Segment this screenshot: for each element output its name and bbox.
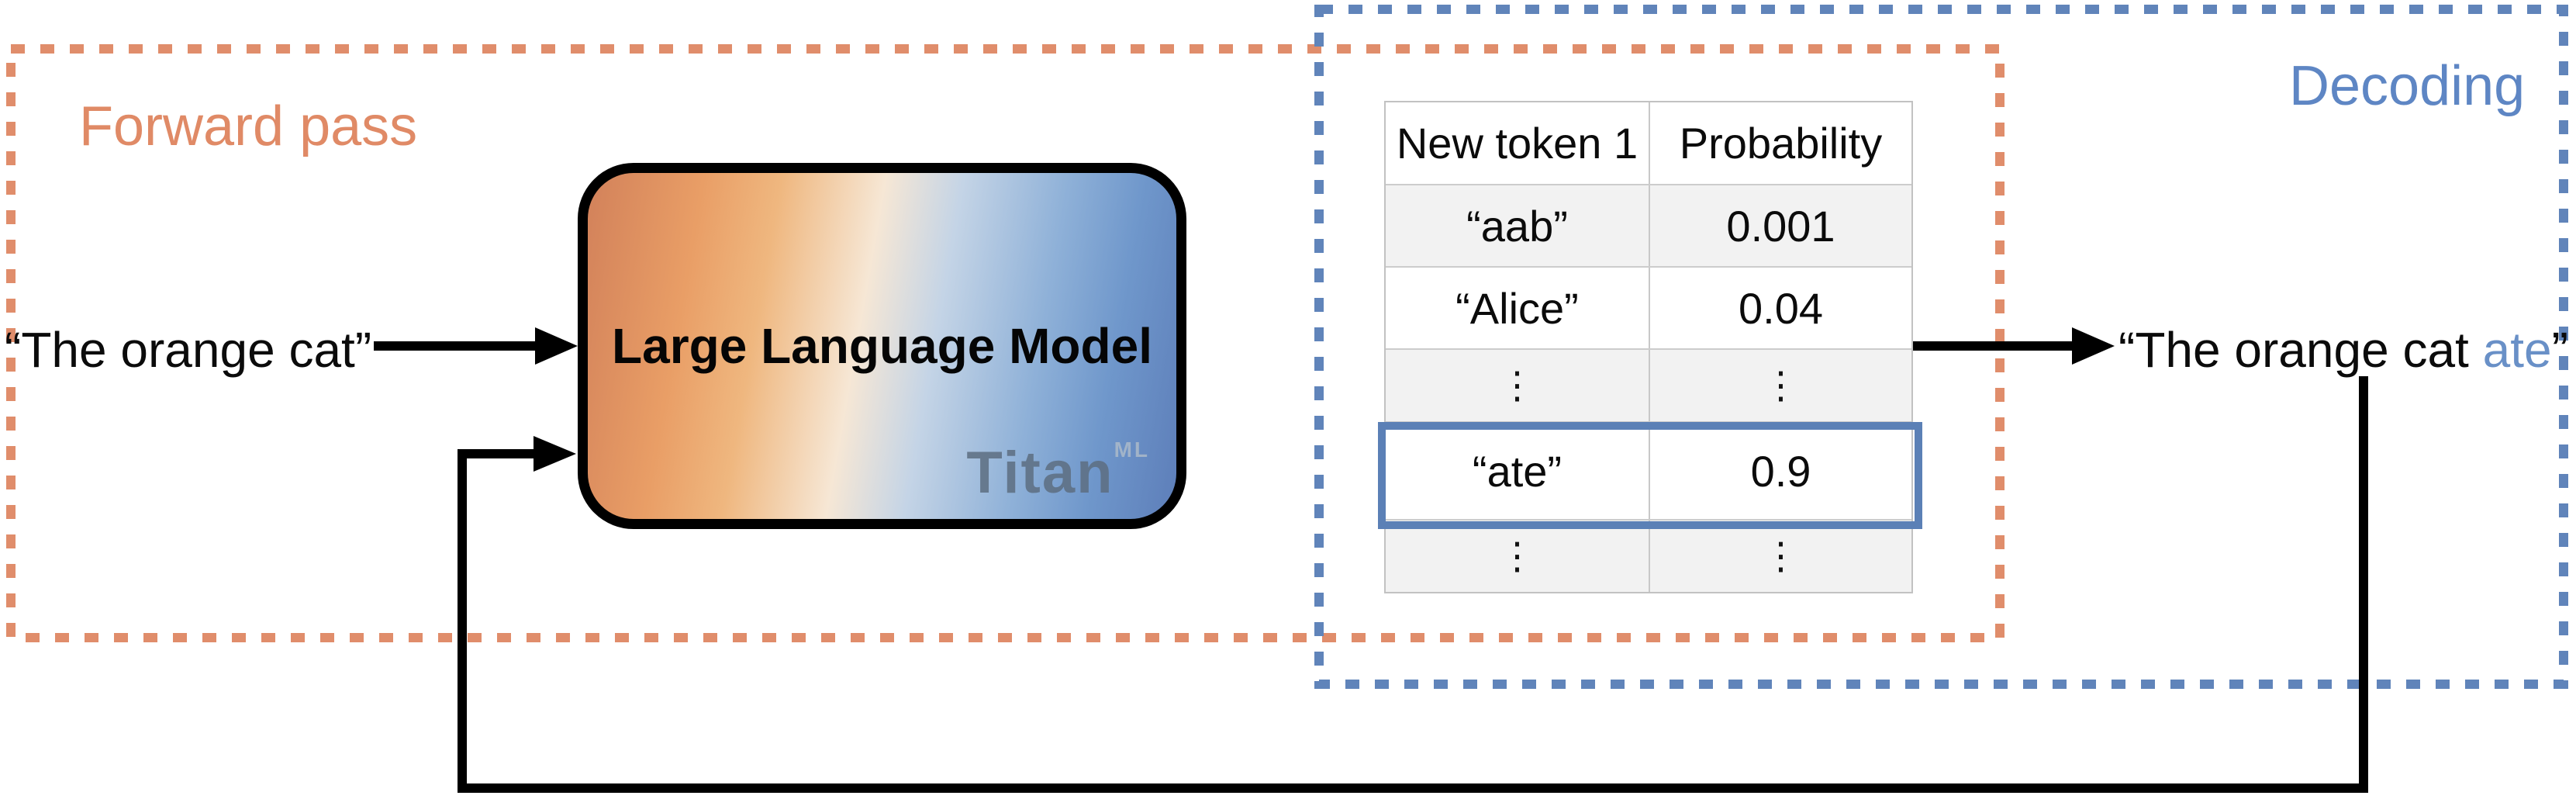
feedback-loop-line <box>458 376 2368 793</box>
decoding-label: Decoding <box>2289 55 2526 117</box>
output-arrow-head <box>2072 327 2115 365</box>
token-cell: “ate” <box>1472 446 1563 496</box>
input-prompt-text: “The orange cat” <box>5 322 372 378</box>
probability-cell: ⋮ <box>1649 521 1911 592</box>
forward-pass-label: Forward pass <box>79 95 418 157</box>
titanml-logo-superscript: ML <box>1114 438 1150 462</box>
titanml-logo-text: Titan <box>966 440 1114 506</box>
probability-cell: 0.9 <box>1649 423 1911 519</box>
table-row: “Alice” 0.04 <box>1386 266 1911 348</box>
decoding-box <box>1314 5 2568 689</box>
table-row-selected: “ate” 0.9 <box>1386 421 1911 519</box>
table-header-row: New token 1 Probability <box>1386 102 1911 184</box>
header-probability: Probability <box>1649 102 1911 184</box>
token-probability-table: New token 1 Probability “aab” 0.001 “Ali… <box>1378 101 1922 593</box>
titanml-logo: TitanML <box>966 438 1150 507</box>
table-row-ellipsis: ⋮ ⋮ <box>1386 519 1911 592</box>
token-cell: ⋮ <box>1498 536 1536 577</box>
probability-cell: 0.001 <box>1649 185 1911 266</box>
output-text: “The orange cat ate” <box>2118 321 2568 379</box>
table-row: “aab” 0.001 <box>1386 184 1911 266</box>
token-cell: “Alice” <box>1455 283 1579 333</box>
output-text-prefix: “The orange cat <box>2118 322 2483 378</box>
probability-cell: ⋮ <box>1649 350 1911 421</box>
feedback-arrow-head <box>534 436 576 472</box>
output-text-new-token: ate <box>2482 322 2552 378</box>
input-arrow-head <box>535 327 578 365</box>
output-text-suffix: ” <box>2551 322 2568 378</box>
llm-box: Large Language Model TitanML <box>578 163 1186 529</box>
token-cell: ⋮ <box>1498 365 1536 406</box>
header-new-token: New token 1 <box>1396 119 1638 168</box>
forward-pass-box <box>6 44 2005 642</box>
token-cell: “aab” <box>1466 201 1568 251</box>
table-row-ellipsis: ⋮ ⋮ <box>1386 348 1911 421</box>
llm-box-title: Large Language Model <box>612 318 1152 374</box>
probability-cell: 0.04 <box>1649 268 1911 348</box>
